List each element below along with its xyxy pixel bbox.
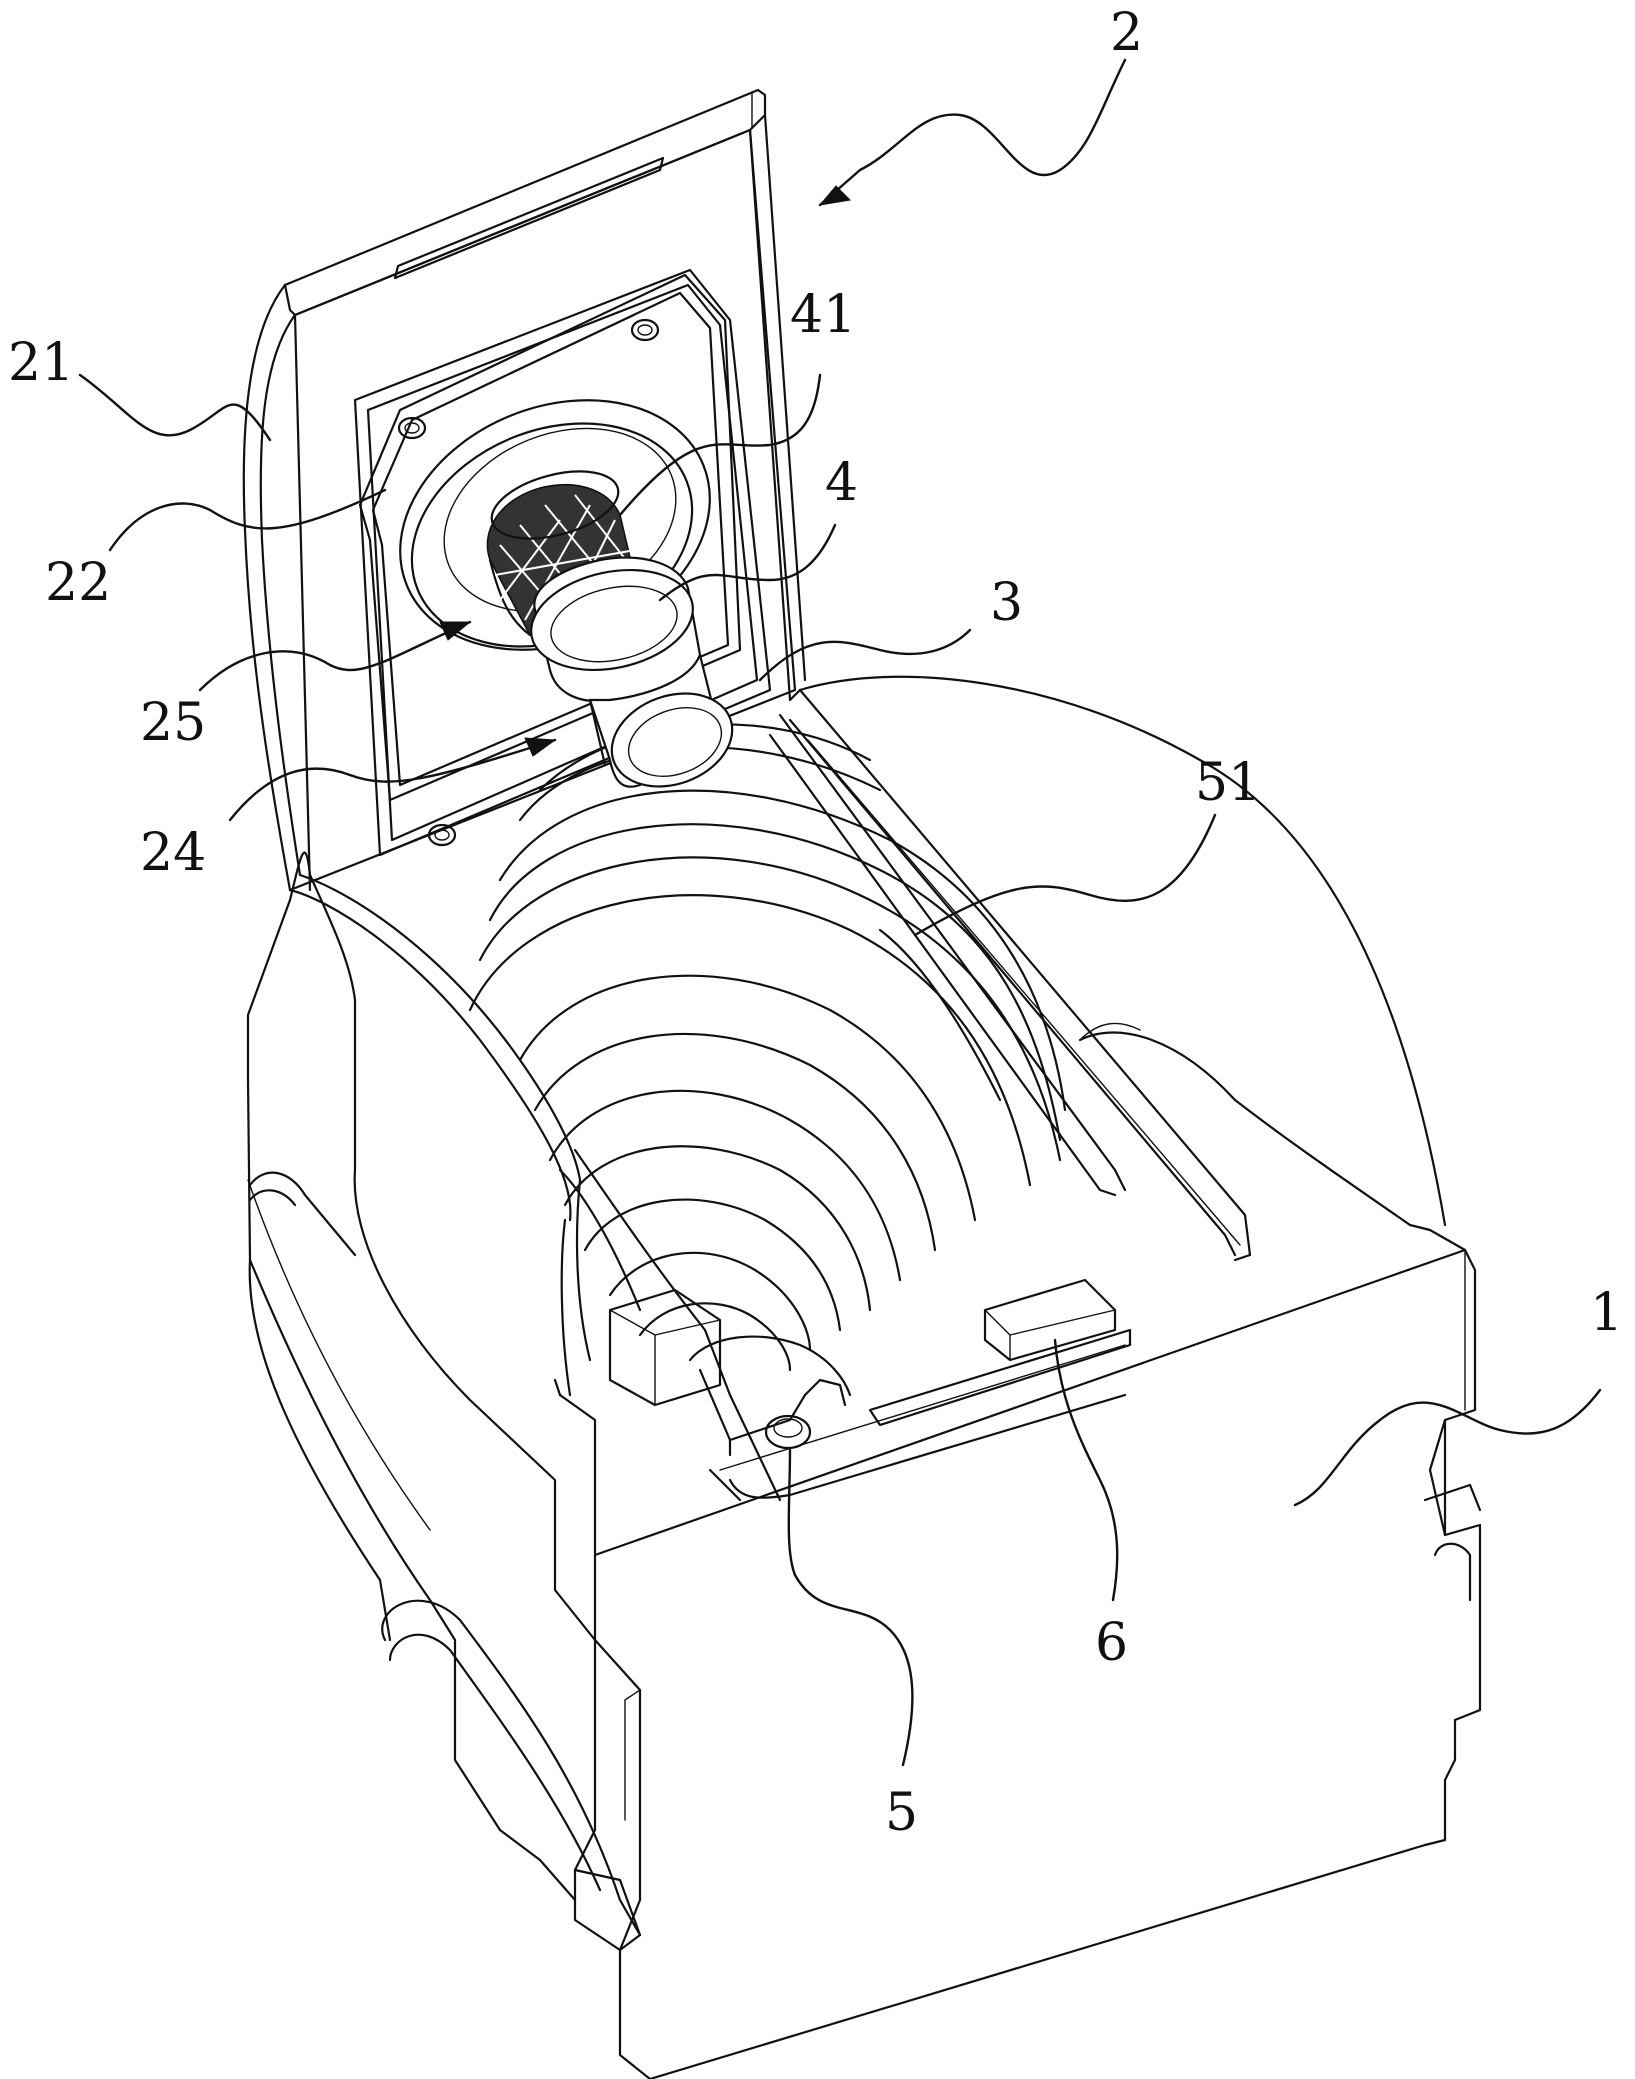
label-5: 5 <box>885 1783 918 1843</box>
label-6: 6 <box>1095 1613 1128 1673</box>
label-2: 2 <box>1110 3 1143 63</box>
label-3: 3 <box>990 573 1023 633</box>
label-21: 21 <box>8 333 74 393</box>
reference-labels: 2 21 22 25 24 41 4 3 51 1 5 6 <box>8 3 1623 1843</box>
lid <box>242 88 807 892</box>
label-22: 22 <box>45 553 111 613</box>
base-body <box>246 851 1482 2079</box>
leader-lines <box>78 58 1602 1767</box>
label-1: 1 <box>1590 1283 1623 1343</box>
label-41: 41 <box>790 285 856 345</box>
label-4: 4 <box>825 453 858 513</box>
tub-walls <box>288 675 1447 1502</box>
bowl-rings <box>468 723 1117 1457</box>
label-51: 51 <box>1195 753 1261 813</box>
label-25: 25 <box>140 693 206 753</box>
label-24: 24 <box>140 823 206 883</box>
